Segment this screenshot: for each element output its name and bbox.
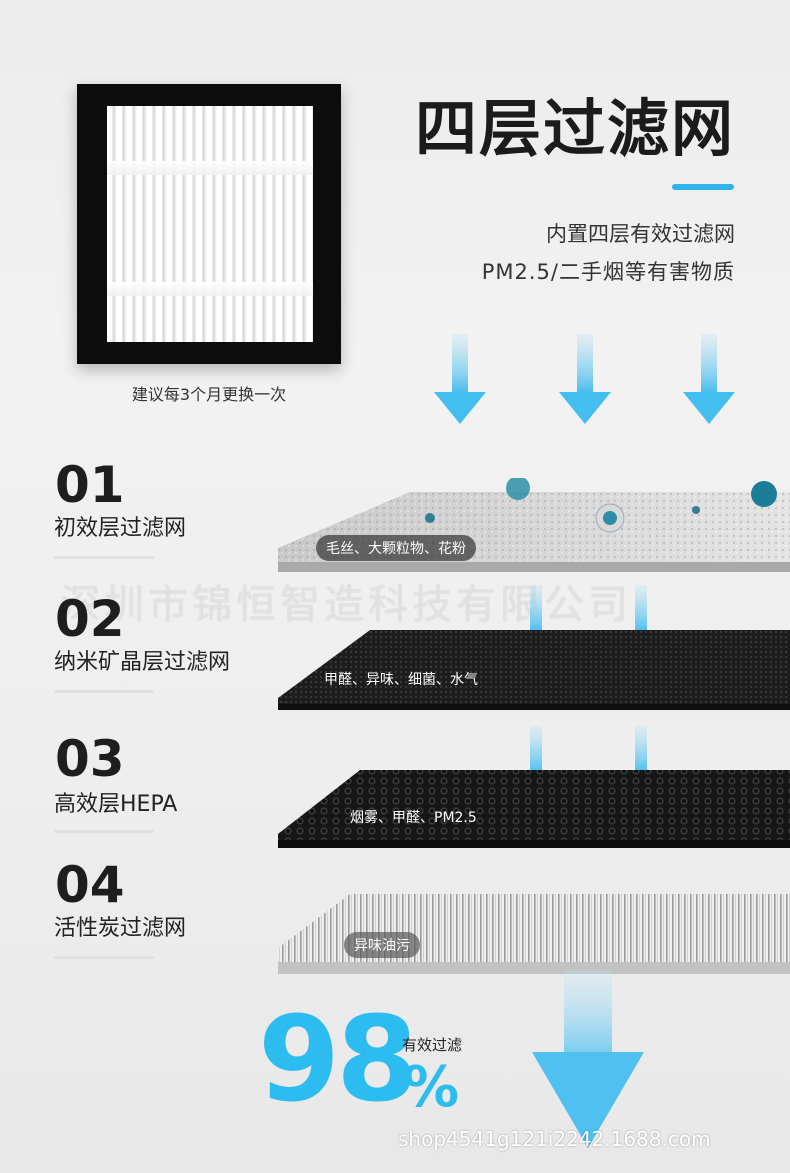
airflow-big-arrow-icon bbox=[532, 970, 644, 1148]
layer-1-primary-filter-plate bbox=[278, 478, 790, 572]
efficiency-value: 98 bbox=[258, 990, 418, 1128]
layer-1-name: 初效层过滤网 bbox=[54, 516, 187, 541]
layer-1-underline bbox=[54, 556, 154, 559]
filter-product-image bbox=[77, 84, 341, 364]
layer-2-nano-mineral-plate bbox=[278, 630, 790, 710]
layer-3-name: 高效层HEPA bbox=[54, 792, 178, 817]
subtitle-line-1: 内置四层有效过滤网 bbox=[546, 222, 735, 246]
airflow-arrow-icon bbox=[683, 334, 735, 424]
layer-2-number: 02 bbox=[55, 590, 125, 648]
shop-url-watermark: shop4541g121i2242.1688.com bbox=[398, 1127, 711, 1151]
page-title: 四层过滤网 bbox=[414, 92, 735, 165]
layer-3-number: 03 bbox=[55, 730, 125, 788]
layer-3-tag: 烟雾、甲醛、PM2.5 bbox=[350, 810, 477, 826]
filter-pleated-media bbox=[107, 106, 313, 342]
airflow-arrow-icon bbox=[434, 334, 486, 424]
layer-2-tag: 甲醛、异味、细菌、水气 bbox=[324, 672, 478, 688]
title-accent-bar bbox=[672, 184, 734, 190]
layer-1-number: 01 bbox=[55, 456, 125, 514]
subtitle-line-2: PM2.5/二手烟等有害物质 bbox=[481, 260, 735, 284]
layer-1-tag: 毛丝、大颗粒物、花粉 bbox=[316, 535, 476, 561]
layer-4-tag: 异味油污 bbox=[344, 932, 420, 958]
layer-4-name: 活性炭过滤网 bbox=[54, 916, 187, 941]
layer-2-name: 纳米矿晶层过滤网 bbox=[54, 650, 231, 675]
replace-note: 建议每3个月更换一次 bbox=[131, 385, 287, 404]
layer-3-hepa-plate bbox=[278, 770, 790, 848]
layer-4-number: 04 bbox=[55, 856, 125, 914]
efficiency-percent-sign: % bbox=[403, 1055, 460, 1120]
layer-4-underline bbox=[54, 956, 154, 959]
layer-2-underline bbox=[54, 690, 154, 693]
airflow-arrow-icon bbox=[559, 334, 611, 424]
layer-3-underline bbox=[54, 830, 154, 833]
efficiency-label: 有效过滤 bbox=[402, 1036, 463, 1054]
